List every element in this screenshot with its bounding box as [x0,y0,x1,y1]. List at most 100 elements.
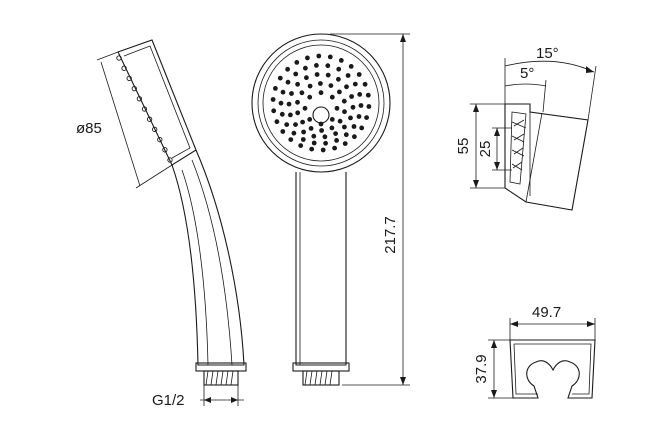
nozzle [277,75,283,81]
nozzle [341,98,347,104]
nozzle [295,81,300,87]
nozzle [332,145,337,151]
bracket-width-label: 49.7 [532,304,561,321]
nozzle [366,104,372,109]
nozzle [333,131,338,137]
nozzle [328,83,334,88]
bracket-side-view: 15° 5° 55 25 [455,45,597,211]
nozzle [303,65,308,71]
nozzle [278,100,284,106]
nozzle [307,94,313,100]
nozzle [319,128,324,133]
nozzle [295,110,301,116]
front-view: 217.7 [251,33,410,386]
nozzle [307,117,313,122]
nozzle [316,53,322,59]
nozzle [302,105,308,111]
nozzle [295,99,300,105]
nozzle [336,66,342,72]
nozzle [337,118,343,124]
nozzle [271,108,277,114]
nozzle [314,72,320,77]
side-nozzle [141,106,148,112]
nozzle [280,89,286,95]
nozzle [352,81,358,87]
nozzle [358,103,364,108]
nozzle [314,63,319,68]
nozzle [337,89,342,95]
height-outer-label: 55 [455,138,472,155]
angle-outer-label: 15° [536,45,559,62]
nozzle [288,112,293,118]
nozzle [327,54,333,60]
nozzle [299,90,305,96]
nozzle [348,64,354,69]
bracket-depth-label: 37.9 [473,354,490,383]
nozzle [349,94,354,99]
nozzle [329,94,335,100]
nozzle [280,129,286,134]
nozzle [304,75,309,81]
nozzle [350,104,356,110]
nozzle [301,129,306,135]
nozzle [289,91,294,96]
nozzle [356,72,362,77]
nozzle [291,130,297,136]
nozzle [288,137,294,143]
nozzle [300,137,306,142]
nozzle [334,105,340,111]
nozzle [300,119,305,125]
side-nozzle [136,96,143,102]
side-nozzle [146,116,153,122]
nozzle [329,117,335,122]
nozzle [286,101,292,107]
spray-nozzles [270,53,372,153]
nozzle [320,147,326,153]
nozzle [274,119,280,125]
nozzle [325,63,331,69]
nozzle [342,109,347,115]
nozzle [318,81,323,86]
nozzle [348,115,353,121]
nozzle [359,125,365,131]
side-nozzle [116,55,122,61]
nozzle [279,111,285,117]
angle-inner-label: 5° [520,65,534,82]
nozzle [311,133,317,139]
nozzle [323,140,328,146]
nozzle [345,73,351,78]
nozzle [344,84,349,90]
nozzle [285,66,290,72]
nozzle [356,114,362,119]
nozzle [309,146,315,152]
side-nozzle [131,85,137,92]
side-nozzle [121,65,127,71]
nozzle [364,115,369,120]
nozzle [342,124,347,130]
nozzle [325,72,331,78]
nozzle [357,92,363,97]
head-diameter-label: ø85 [76,120,102,137]
thread-lines [205,370,234,386]
nozzle [342,141,348,147]
bracket-rib-pattern [511,119,527,171]
nozzle [305,55,310,61]
nozzle [336,76,341,82]
nozzle [334,138,339,143]
nozzle [293,122,298,127]
nozzle [273,86,278,91]
nozzle [338,58,344,63]
nozzle [343,132,349,138]
side-nozzles [116,55,173,163]
bracket-front-view: 49.7 37.9 [473,304,596,399]
nozzle [318,90,324,96]
nozzle [307,83,313,89]
side-nozzle [167,157,173,163]
nozzle [298,143,304,149]
nozzle [311,140,317,146]
side-nozzle [157,136,163,143]
nozzle [329,125,335,131]
front-thread-lines [304,370,333,386]
total-length-label: 217.7 [382,216,399,254]
